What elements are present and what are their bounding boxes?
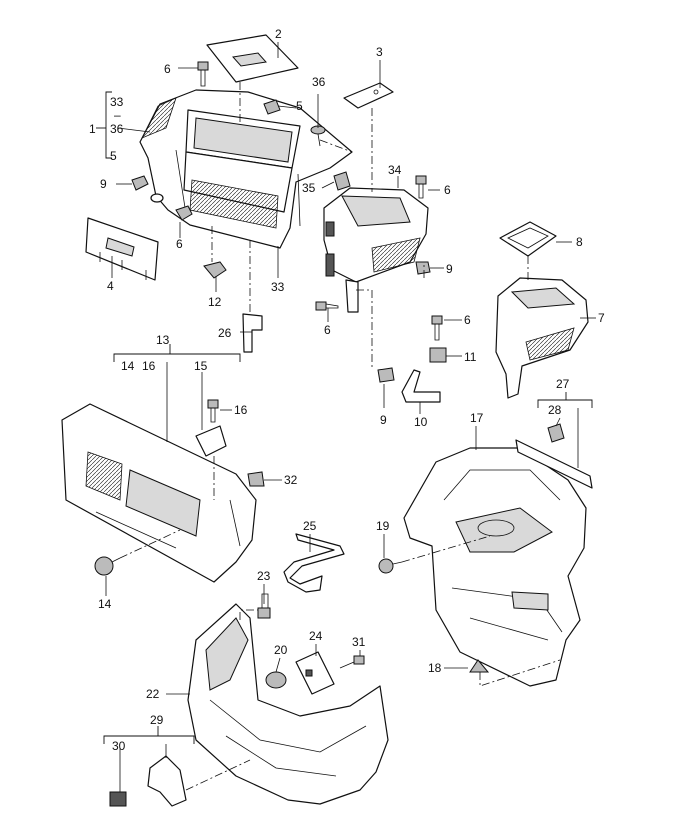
part-1-upper-trim-panel (139, 89, 353, 249)
label-8: 8 (576, 235, 583, 249)
part-16-screw (207, 399, 219, 423)
group-bracket-13 (113, 344, 241, 362)
label-35: 35 (302, 181, 316, 195)
part-19-plug (378, 558, 403, 574)
label-13: 13 (156, 333, 170, 347)
label-29: 29 (150, 713, 164, 727)
label-4: 4 (107, 279, 114, 293)
part-26-bracket (242, 313, 263, 353)
part-35-clip (333, 171, 351, 191)
label-6-top: 6 (164, 62, 171, 76)
part-24-plate (295, 651, 335, 695)
group-bracket-29 (103, 726, 195, 758)
label-23: 23 (257, 569, 271, 583)
leader-lines (105, 42, 596, 792)
part-13-side-panel (61, 403, 257, 583)
part-2-cover-panel (206, 34, 299, 83)
label-28: 28 (548, 403, 562, 417)
callout-labels: 2 3 6 1 33 – 36 5 5 36 9 6 4 12 33 26 35… (89, 27, 605, 753)
part-15-block (195, 425, 227, 457)
part-6-screw-top-left (197, 61, 209, 87)
label-14: 14 (98, 597, 112, 611)
label-6-mid: 6 (464, 313, 471, 327)
part-18-bumper (469, 659, 490, 673)
label-25: 25 (303, 519, 317, 533)
part-32-clip (247, 471, 265, 487)
part-30-clip (109, 791, 127, 807)
label-group1-5: 5 (110, 149, 117, 163)
group-bracket-1 (96, 91, 112, 159)
label-5: 5 (296, 99, 303, 113)
label-6-box-left: 6 (324, 323, 331, 337)
part-27-seal-strip (515, 439, 593, 489)
part-31-screw (339, 655, 365, 669)
part-9-clip-left (131, 175, 149, 191)
label-1: 1 (89, 122, 96, 136)
label-group1-33: 33 (110, 95, 124, 109)
label-17: 17 (470, 411, 484, 425)
label-26: 26 (218, 326, 232, 340)
part-11-connector (429, 347, 447, 363)
label-16: 16 (234, 403, 248, 417)
part-6-screw-mid-right (431, 315, 443, 341)
label-24: 24 (309, 629, 323, 643)
label-22: 22 (146, 687, 160, 701)
label-30: 30 (112, 739, 126, 753)
label-group1-36: 36 (110, 122, 124, 136)
label-group1-dash: – (114, 108, 121, 122)
label-2: 2 (275, 27, 282, 41)
label-34: 34 (388, 163, 402, 177)
label-20: 20 (274, 643, 288, 657)
part-12-hook (203, 261, 227, 279)
label-27: 27 (556, 377, 570, 391)
label-15: 15 (194, 359, 208, 373)
label-9-box: 9 (446, 262, 453, 276)
label-16-group: 16 (142, 359, 156, 373)
part-6-screw-box-left (315, 301, 339, 311)
part-4-flap-panel (85, 217, 159, 281)
part-29-latch (147, 755, 187, 807)
part-9-clip-box (415, 261, 431, 275)
label-7: 7 (598, 311, 605, 325)
label-6-left: 6 (176, 237, 183, 251)
label-9-mid: 9 (380, 413, 387, 427)
part-23-bolt (257, 593, 271, 619)
label-32: 32 (284, 473, 298, 487)
part-14-plug (94, 556, 121, 576)
part-3-small-cover (343, 82, 394, 109)
label-6-box: 6 (444, 183, 451, 197)
label-31: 31 (352, 635, 366, 649)
label-10: 10 (414, 415, 428, 429)
part-7-storage-tray (495, 277, 589, 399)
part-20-cap (265, 671, 287, 689)
part-6-screw-box-top (415, 175, 427, 199)
part-25-strap (283, 533, 345, 593)
label-11: 11 (464, 350, 477, 364)
part-8-lid (499, 221, 557, 257)
group-bracket-27 (537, 392, 593, 468)
label-18: 18 (428, 661, 442, 675)
label-9-left: 9 (100, 177, 107, 191)
label-19: 19 (376, 519, 390, 533)
part-22-lower-liner (187, 603, 389, 805)
label-14-group: 14 (121, 359, 135, 373)
part-9-clip-mid (377, 367, 395, 383)
part-5-clip-upper (263, 99, 281, 115)
label-33: 33 (271, 280, 285, 294)
part-10-bracket (401, 369, 441, 403)
label-12: 12 (208, 295, 222, 309)
part-34-storage-box (323, 187, 429, 313)
part-17-trunk-liner (403, 447, 587, 687)
label-3: 3 (376, 45, 383, 59)
part-6-screw-lower-left (175, 205, 193, 221)
part-28-clip (547, 423, 565, 443)
label-36: 36 (312, 75, 326, 89)
assembly-centre-lines (119, 82, 561, 791)
